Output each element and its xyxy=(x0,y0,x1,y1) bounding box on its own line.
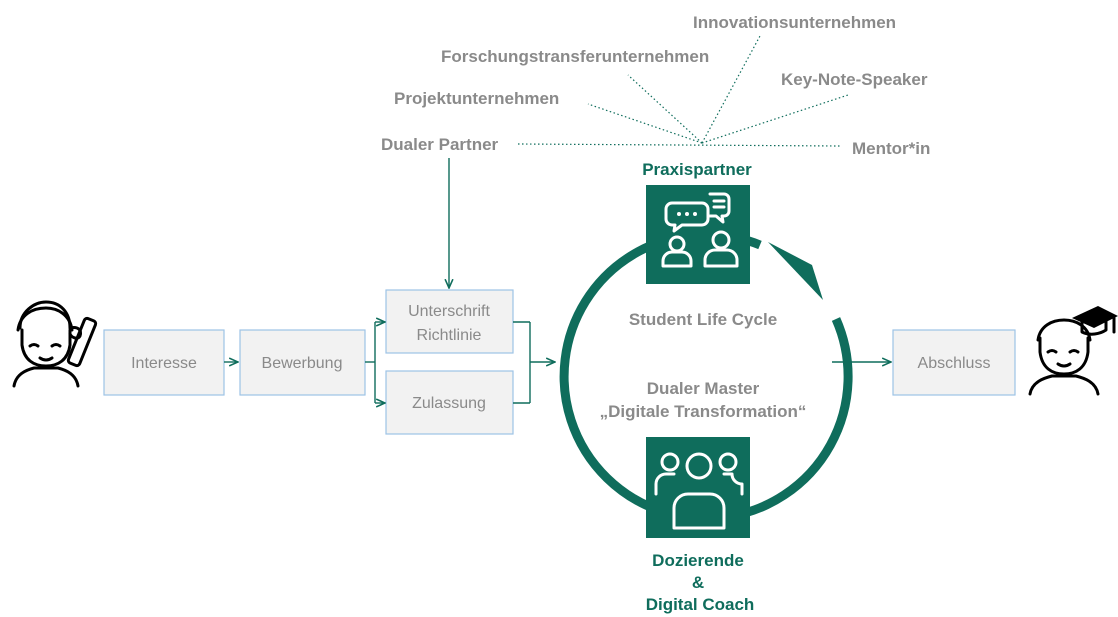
connector-projektunternehmen xyxy=(587,103,703,144)
step-abschluss: Abschluss xyxy=(918,355,991,372)
stakeholder-connectors xyxy=(517,35,849,147)
student-with-certificate-icon xyxy=(12,300,98,388)
program-name-line1: Dualer Master xyxy=(647,379,760,398)
box-interesse xyxy=(103,329,225,396)
connector-dualer-partner-mentor xyxy=(517,143,841,147)
program-name-line2: „Digitale Transformation“ xyxy=(600,402,807,421)
label-projektunternehmen: Projektunternehmen xyxy=(394,89,559,108)
praxispartner-box xyxy=(646,185,750,284)
connector-keynote xyxy=(701,94,849,144)
label-forschungstransferunternehmen: Forschungstransferunternehmen xyxy=(441,47,709,66)
process-connectors xyxy=(224,322,891,403)
label-dozierende: Dozierende xyxy=(652,551,744,570)
connector-forschungstransfer xyxy=(627,74,703,144)
step-bewerbung: Bewerbung xyxy=(262,355,343,372)
conversation-people-icon xyxy=(661,192,739,268)
label-praxispartner: Praxispartner xyxy=(642,160,752,179)
box-abschluss xyxy=(892,329,1016,396)
step-zulassung: Zulassung xyxy=(412,395,486,412)
graduate-with-cap-icon xyxy=(1028,306,1118,396)
connector-innovation xyxy=(701,35,761,144)
cycle-title: Student Life Cycle xyxy=(629,310,777,329)
dozierende-box xyxy=(646,437,750,538)
label-innovationsunternehmen: Innovationsunternehmen xyxy=(693,13,896,32)
box-zulassung xyxy=(385,370,514,435)
student-life-cycle-ring xyxy=(559,229,853,523)
label-mentor-in: Mentor*in xyxy=(852,139,930,158)
label-ampersand: & xyxy=(692,573,704,592)
label-dualer-partner: Dualer Partner xyxy=(381,135,499,154)
group-of-people-icon xyxy=(654,452,744,530)
label-digital-coach: Digital Coach xyxy=(646,595,755,614)
step-interesse: Interesse xyxy=(131,355,197,372)
step-unterschrift: Unterschrift xyxy=(408,303,490,320)
label-key-note-speaker: Key-Note-Speaker xyxy=(781,70,928,89)
step-richtlinie: Richtlinie xyxy=(417,327,482,344)
